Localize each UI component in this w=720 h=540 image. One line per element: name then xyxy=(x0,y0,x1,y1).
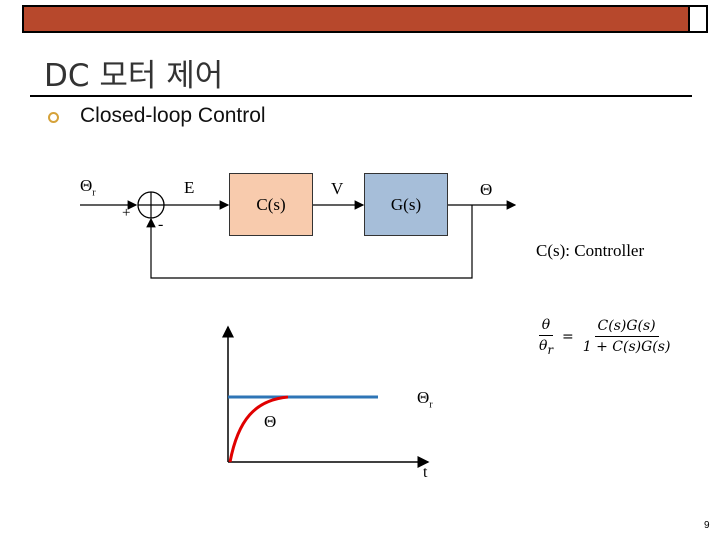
slide-title: DC 모터 제어 xyxy=(44,58,224,94)
tf-lhs-denominator: θr xyxy=(539,338,554,357)
minus-sign: - xyxy=(158,216,164,233)
controller-block: C(s) xyxy=(229,173,313,236)
plant-block: G(s) xyxy=(364,173,448,236)
error-label: E xyxy=(184,178,195,197)
input-label: Θr xyxy=(80,176,96,199)
summing-junction xyxy=(137,191,165,219)
title-divider xyxy=(30,95,692,97)
controller-note: C(s): Controller xyxy=(536,241,645,260)
response-output-label: Θ xyxy=(264,412,277,431)
control-signal-label: V xyxy=(331,179,344,198)
time-axis-label: t xyxy=(423,464,428,481)
plus-sign: + xyxy=(122,205,131,221)
output-response-curve xyxy=(228,395,289,463)
output-label: Θ xyxy=(480,180,493,199)
closed-loop-transfer-function: θ θr = C(s)G(s) 1 + C(s)G(s) xyxy=(536,317,673,357)
feedback-path xyxy=(146,205,473,279)
tf-rhs-denominator: 1 + C(s)G(s) xyxy=(582,339,671,356)
page-number: 9 xyxy=(704,520,710,531)
bullet-text: Closed-loop Control xyxy=(80,104,266,127)
title-bar-end-cap xyxy=(688,7,706,31)
reference-value-label: Θr xyxy=(417,388,433,411)
tf-lhs-numerator: θ xyxy=(538,317,554,336)
bullet-circle-icon xyxy=(48,112,59,123)
tf-rhs-numerator: C(s)G(s) xyxy=(594,318,659,338)
title-bar xyxy=(22,5,708,33)
